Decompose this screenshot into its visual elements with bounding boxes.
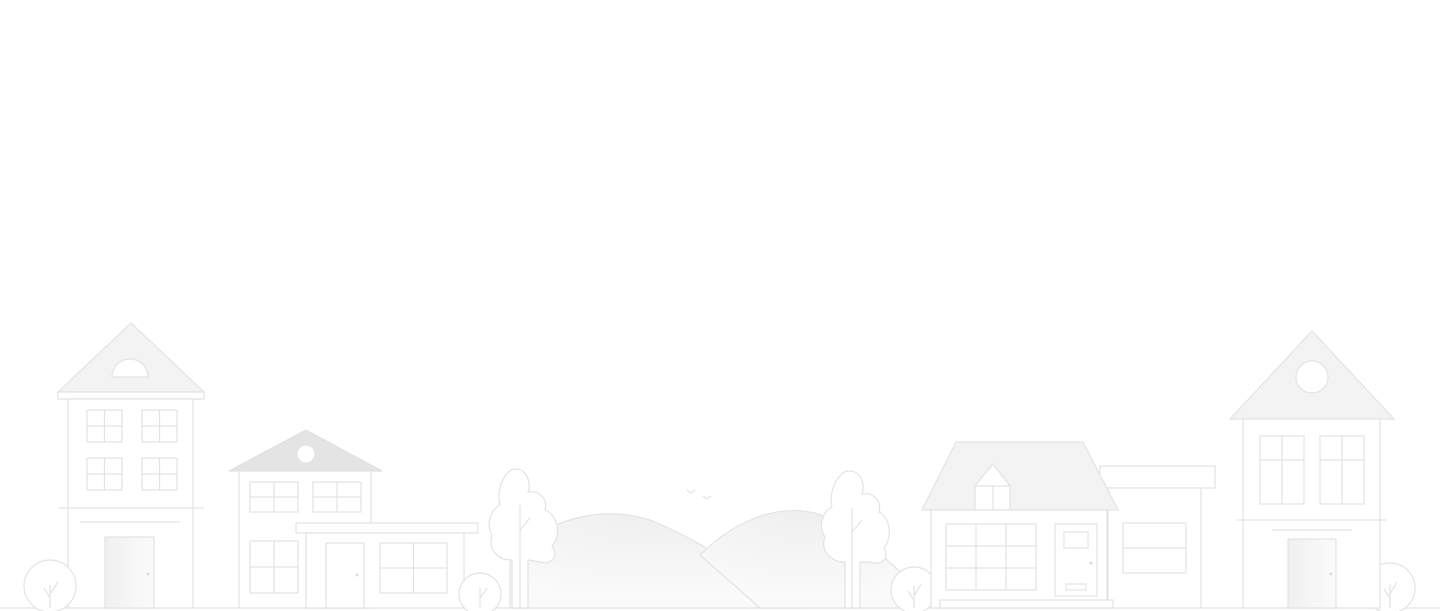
house-tall-right [1228,330,1396,609]
house-dark-roof [228,429,479,609]
bush-2 [458,572,502,611]
house-wide [921,441,1216,609]
bush-3 [890,566,938,611]
birds-icon [686,489,712,500]
tree-right-mid [820,470,890,609]
bush-1 [23,559,77,611]
tree-left-mid [488,468,559,609]
house-tall-left [56,322,206,609]
